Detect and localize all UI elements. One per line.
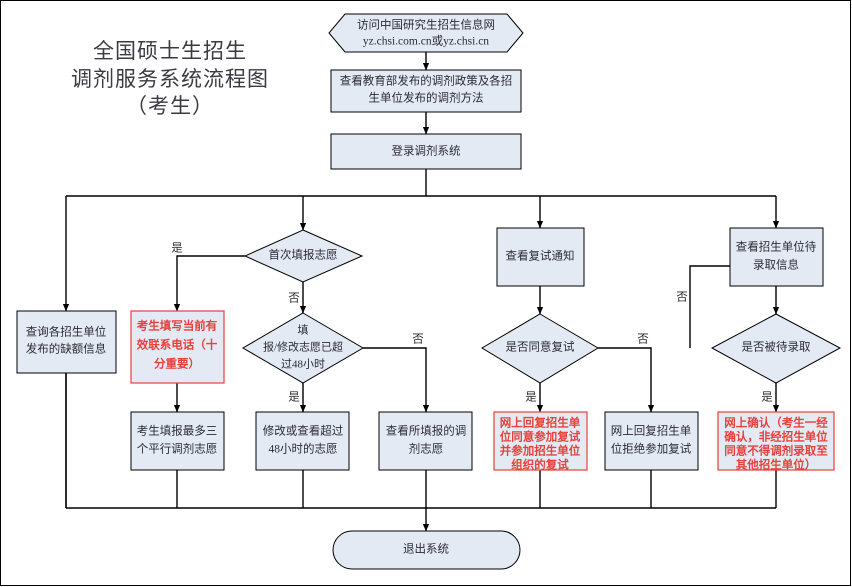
fill-phone-label-line2: 效联系电话（十	[137, 338, 218, 352]
online-confirm-label-line4: 其他招生单位）	[736, 458, 817, 472]
first-fill-decision-shape	[243, 229, 364, 283]
node-view-pending[interactable]: 查看招生单位待 录取信息	[729, 227, 824, 287]
edge-first-fill-yes	[173, 255, 245, 312]
reply-refuse-label-line2: 位拒绝参加复试	[611, 442, 692, 456]
label-first-fill-yes: 是	[171, 242, 183, 255]
node-visit-site[interactable]: 访问中国研究生招生信息网 yz.chsi.com.cn或yz.chsi.cn	[328, 13, 524, 53]
reply-agree-shape	[493, 411, 588, 471]
modify-after48-shape	[255, 411, 350, 471]
agree-retest-decision-label: 是否同意复试	[506, 340, 575, 354]
visit-site-shape	[328, 13, 524, 53]
reply-refuse-label-line1: 网上回复招生单	[611, 424, 692, 438]
label-first-fill-no: 否	[288, 293, 300, 305]
online-confirm-shape	[717, 411, 835, 471]
exit-shape	[332, 530, 521, 570]
online-confirm-label-line1: 网上确认（考生一经	[724, 416, 828, 430]
query-vacancy-shape	[16, 310, 117, 374]
node-query-vacancy[interactable]: 查询各招生单位 发布的缺额信息	[16, 310, 117, 374]
visit-site-label-line2: yz.chsi.com.cn或yz.chsi.cn	[363, 35, 489, 48]
view-pending-label-line1: 查看招生单位待	[736, 240, 817, 254]
query-vacancy-label-line1: 查询各招生单位	[26, 325, 107, 339]
node-agree-retest-decision[interactable]: 是否同意复试	[481, 313, 599, 384]
online-confirm-label-line3: 同意不得调剂录取至	[724, 444, 828, 458]
over48-decision-label-line1: 填	[298, 323, 309, 337]
reply-agree-label-line1: 网上回复招生单	[500, 416, 581, 430]
read-policy-shape	[330, 69, 522, 113]
reply-refuse-shape	[604, 411, 699, 471]
reply-agree-label-line3: 并参加招生单位	[500, 444, 581, 458]
node-first-fill-decision[interactable]: 首次填报志愿	[243, 229, 364, 283]
edge-agree-retest-no	[598, 347, 655, 413]
node-read-policy[interactable]: 查看教育部发布的调剂政策及各招 生单位发布的调剂方法	[330, 69, 522, 113]
edge-over48-no	[363, 347, 430, 413]
online-confirm-label-line2: 确认，非经招生单位	[724, 430, 828, 444]
reply-agree-label-line2: 位同意参加复试	[500, 430, 581, 444]
retest-notice-shape	[496, 227, 585, 287]
fill-phone-label-line3: 分重要）	[154, 357, 200, 371]
label-over48-no: 否	[412, 334, 424, 346]
edge-pending-no-loop	[689, 262, 738, 348]
agree-retest-decision-shape	[481, 313, 599, 384]
edges	[62, 52, 780, 532]
node-fill-three[interactable]: 考生填报最多三 个平行调剂志愿	[130, 411, 225, 471]
fill-three-shape	[130, 411, 225, 471]
login-shape	[330, 133, 522, 170]
fill-phone-shape	[130, 310, 225, 384]
node-online-confirm[interactable]: 网上确认（考生一经 确认，非经招生单位 同意不得调剂录取至 其他招生单位）	[717, 411, 835, 472]
retest-notice-label: 查看复试通知	[506, 249, 575, 263]
node-exit[interactable]: 退出系统	[332, 530, 521, 570]
modify-after48-label-line1: 修改或查看超过	[263, 424, 344, 438]
over48-decision-label-line2: 报/修改志愿已超	[263, 340, 343, 354]
first-fill-decision-label: 首次填报志愿	[269, 248, 338, 262]
label-over48-yes: 是	[288, 391, 300, 404]
modify-after48-label-line2: 48小时的志愿	[269, 442, 338, 456]
label-pending-yes: 是	[761, 391, 773, 404]
fill-three-label-line1: 考生填报最多三	[137, 424, 218, 438]
label-agree-retest-no: 否	[637, 334, 649, 346]
login-label: 登录调剂系统	[392, 144, 461, 158]
over48-decision-label-line3: 过48小时	[281, 358, 325, 371]
node-view-filled[interactable]: 查看所填报的调 剂志愿	[378, 411, 473, 471]
fill-three-label-line2: 个平行调剂志愿	[137, 442, 218, 456]
edge-labels: 是 否 否 是 是 否 是 否	[171, 242, 773, 404]
exit-label: 退出系统	[403, 542, 449, 556]
visit-site-label-line1: 访问中国研究生招生信息网	[357, 18, 495, 32]
over48-decision-shape	[242, 312, 364, 384]
node-pending-decision[interactable]: 是否被待录取	[710, 313, 842, 384]
node-modify-after48[interactable]: 修改或查看超过 48小时的志愿	[255, 411, 350, 471]
page-title: 全国硕士生招生 调剂服务系统流程图 （考生）	[71, 39, 269, 119]
reply-agree-label-line4: 组织的复试	[511, 458, 569, 472]
view-pending-label-line2: 录取信息	[753, 258, 799, 272]
node-fill-phone[interactable]: 考生填写当前有 效联系电话（十 分重要）	[130, 310, 225, 384]
label-agree-retest-yes: 是	[525, 391, 537, 404]
view-pending-shape	[729, 227, 824, 287]
node-reply-agree[interactable]: 网上回复招生单 位同意参加复试 并参加招生单位 组织的复试	[493, 411, 588, 472]
view-filled-label-line1: 查看所填报的调	[386, 424, 467, 438]
label-pending-no: 否	[676, 292, 688, 304]
view-filled-shape	[378, 411, 473, 471]
read-policy-label-line2: 生单位发布的调剂方法	[369, 91, 484, 105]
node-reply-refuse[interactable]: 网上回复招生单 位拒绝参加复试	[604, 411, 699, 471]
node-over48-decision[interactable]: 填 报/修改志愿已超 过48小时	[242, 312, 364, 384]
fill-phone-label-line1: 考生填写当前有	[137, 319, 218, 333]
read-policy-label-line1: 查看教育部发布的调剂政策及各招	[340, 74, 513, 88]
node-retest-notice[interactable]: 查看复试通知	[496, 227, 585, 287]
view-filled-label-line2: 剂志愿	[409, 442, 444, 456]
pending-decision-label: 是否被待录取	[742, 340, 811, 354]
node-login[interactable]: 登录调剂系统	[330, 133, 522, 170]
query-vacancy-label-line2: 发布的缺额信息	[26, 342, 107, 356]
pending-decision-shape	[710, 313, 842, 384]
